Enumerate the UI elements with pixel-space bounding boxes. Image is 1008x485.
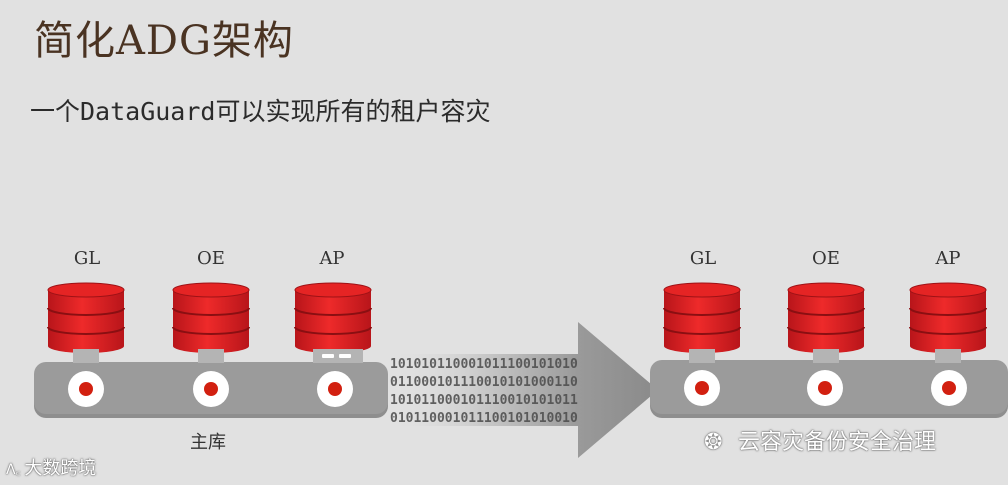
primary-db-label-oe: OE xyxy=(197,248,225,269)
bit-stream-line: 010110001011100101010010 xyxy=(390,411,578,426)
standby-stand-oe xyxy=(813,349,839,363)
watermark-left-text: 大数跨境 xyxy=(24,458,97,479)
primary-db-label-gl: GL xyxy=(73,248,101,269)
standby-db-label-gl: GL xyxy=(689,248,717,269)
wechat-icon: ❂ xyxy=(704,430,723,455)
replication-arrow-icon: 101010110001011100101010 011000101110010… xyxy=(390,322,658,458)
led-indicator-icon xyxy=(322,354,334,358)
watermark-right: ❂ 云容灾备份安全治理 xyxy=(704,424,936,456)
brand-logo-icon: ᐱ꜀ xyxy=(6,462,21,478)
page-subtitle: 一个DataGuard可以实现所有的租户容灾 xyxy=(30,97,491,126)
standby-db-label-oe: OE xyxy=(812,248,840,269)
primary-port-ap xyxy=(317,371,353,407)
primary-db-label-ap: AP xyxy=(319,248,345,269)
primary-database-oe-icon xyxy=(172,282,250,354)
primary-stand-oe xyxy=(198,349,224,363)
bit-stream-line: 101010110001011100101010 xyxy=(390,357,578,372)
primary-stand-gl xyxy=(73,349,99,363)
standby-stand-ap xyxy=(935,349,961,363)
led-indicator-icon xyxy=(339,354,351,358)
standby-port-ap xyxy=(931,370,967,406)
primary-port-gl xyxy=(68,371,104,407)
standby-port-oe xyxy=(807,370,843,406)
primary-caption: 主库 xyxy=(190,432,226,453)
bit-stream-line: 101011000101110010101011 xyxy=(390,393,578,408)
watermark-right-text: 云容灾备份安全治理 xyxy=(738,430,937,455)
standby-stand-gl xyxy=(689,349,715,363)
primary-database-ap-icon xyxy=(294,282,372,354)
bit-stream-line: 011000101110010101000110 xyxy=(390,375,578,390)
watermark-left: ᐱ꜀大数跨境 xyxy=(6,454,96,480)
standby-port-gl xyxy=(684,370,720,406)
primary-stand-ap xyxy=(313,349,363,363)
standby-database-gl-icon xyxy=(663,282,741,354)
standby-database-oe-icon xyxy=(787,282,865,354)
standby-database-ap-icon xyxy=(909,282,987,354)
primary-database-gl-icon xyxy=(47,282,125,354)
primary-port-oe xyxy=(193,371,229,407)
page-title: 简化ADG架构 xyxy=(34,18,294,64)
standby-db-label-ap: AP xyxy=(935,248,961,269)
